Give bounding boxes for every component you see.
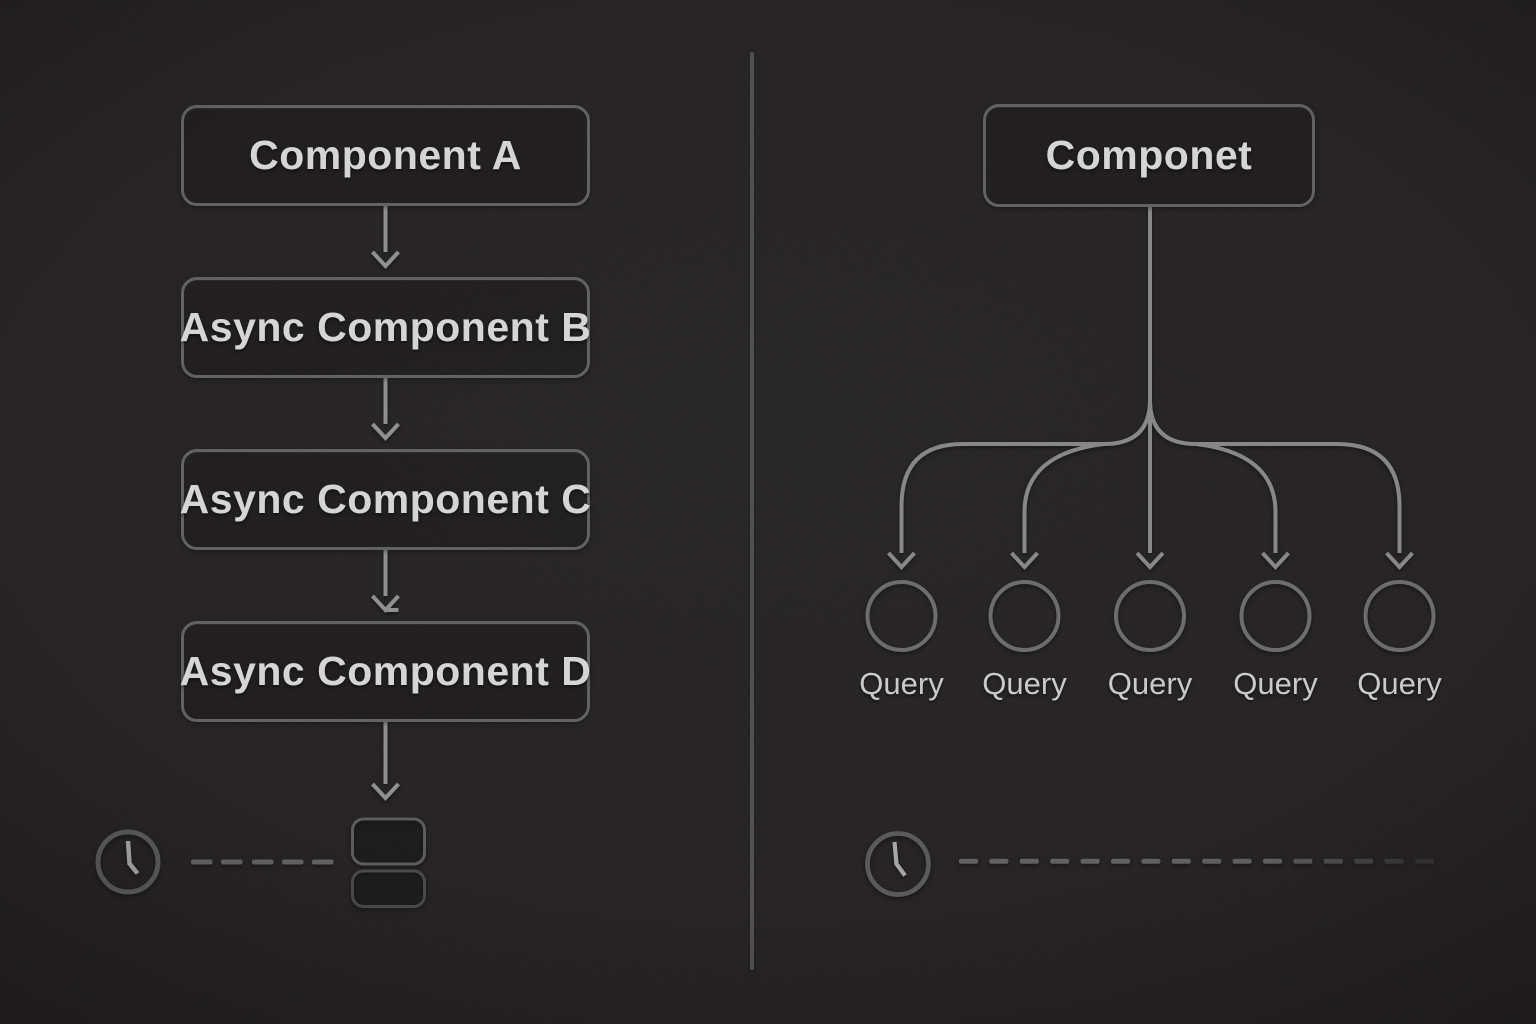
node-label: Componet (1045, 132, 1253, 178)
node-label: Async Component B (179, 304, 592, 350)
branch-inner-right (1195, 442, 1290, 570)
node-component-a: Component A (181, 105, 590, 206)
query-circle (1363, 580, 1436, 652)
arrow-down-icon-a-b (371, 206, 400, 269)
result-stack (351, 817, 426, 908)
query-circle (1114, 580, 1186, 652)
query-node-label: Query (1357, 666, 1442, 701)
node-async-component-d: Async Component D (179, 621, 592, 722)
timeline-dashes-right (959, 858, 1434, 864)
node-componet-root: Componet (983, 104, 1315, 207)
query-circle (865, 580, 938, 652)
query-node-label: Query (1233, 666, 1318, 701)
node-async-component-c: Async Component C (179, 449, 592, 550)
branch-inner-left (1010, 442, 1105, 570)
arrow-down-icon-d-result (371, 722, 400, 801)
clock-icon (865, 831, 931, 897)
query-node-label: Query (982, 666, 1067, 701)
query-circle (1239, 580, 1312, 652)
result-block (351, 869, 426, 908)
branch-outer-right (1148, 399, 1414, 570)
timeline-dashes-left (191, 859, 334, 865)
query-node-label: Query (859, 666, 944, 701)
node-label: Async Component C (179, 476, 592, 522)
branch-outer-left (887, 399, 1152, 570)
node-label: Component A (249, 132, 522, 178)
clock-icon (95, 829, 161, 895)
node-async-component-b: Async Component B (179, 277, 592, 378)
query-node-label: Query (1107, 666, 1193, 701)
result-block (351, 817, 426, 866)
node-label: Async Component D (179, 648, 592, 694)
query-circle (988, 580, 1061, 652)
arrow-down-icon-b-c (371, 378, 400, 441)
panel-divider (750, 52, 754, 970)
trunk-center-arrow (1135, 207, 1165, 570)
arrow-down-icon-c-d (371, 550, 400, 613)
